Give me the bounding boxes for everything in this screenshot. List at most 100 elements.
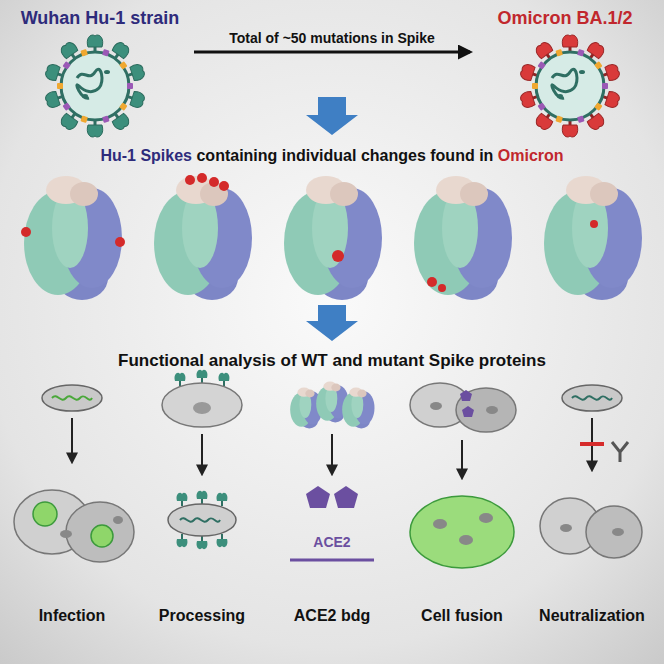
virus-wuhan — [80, 49, 88, 57]
neutralization-icon — [612, 528, 624, 536]
virus-wuhan — [62, 102, 70, 110]
virus-omicron — [594, 61, 602, 69]
virus-omicron — [602, 83, 608, 89]
virus-omicron — [536, 52, 604, 120]
virus-omicron — [537, 61, 545, 69]
mutation-marker — [219, 181, 229, 191]
mutation-marker — [332, 250, 344, 262]
ace2-binding-icon — [290, 382, 375, 560]
processing-icon — [219, 373, 230, 386]
virus-wuhan — [127, 83, 133, 89]
processing-icon — [217, 534, 228, 547]
virus-omicron — [577, 116, 585, 124]
cell-fusion-icon — [456, 388, 516, 432]
processing-icon — [175, 373, 186, 386]
subtitle-row: Hu-1 Spikescontaining individual changes… — [0, 146, 664, 165]
ace2-binding-icon — [334, 486, 358, 508]
neutralization-icon — [560, 524, 572, 532]
processing-icon — [180, 518, 220, 521]
virus-omicron — [555, 49, 563, 57]
neutralization-icon — [586, 506, 642, 558]
infection-icon — [42, 385, 102, 411]
virus-omicron — [594, 102, 602, 110]
mutation-marker — [209, 177, 219, 187]
edge-label: Total of ~50 mutations in Spike — [229, 30, 435, 47]
infection-icon — [71, 418, 73, 462]
virus-wuhan — [44, 35, 146, 137]
virus-panel: Wuhan Hu-1 strain — [8, 6, 192, 140]
infection-icon — [66, 502, 134, 562]
spike-structures — [414, 176, 512, 300]
ace2-binding-icon — [290, 559, 374, 562]
mutation-marker — [185, 175, 195, 185]
infection-icon — [91, 525, 113, 547]
neutralization-icon — [580, 442, 604, 446]
mutation-marker — [438, 284, 446, 292]
processing-icon — [197, 536, 208, 549]
cell-fusion-icon — [486, 406, 498, 414]
cell-fusion-icon — [410, 496, 514, 568]
virus-wuhan — [104, 70, 110, 74]
virus-omicron — [555, 116, 563, 124]
down-arrow — [306, 97, 358, 135]
virus-wuhan — [62, 61, 70, 69]
section-heading: Functional analysis of WT and mutant Spi… — [118, 351, 546, 371]
mutation-marker — [21, 227, 31, 237]
cell-fusion-icon — [479, 513, 493, 523]
virus-wuhan — [119, 61, 127, 69]
spike-structures — [24, 176, 122, 300]
assay-label: Infection — [39, 606, 106, 625]
spike-structures — [154, 176, 252, 300]
virus-wuhan — [57, 83, 63, 89]
processing-icon — [177, 534, 188, 547]
virus-wuhan — [87, 35, 102, 53]
processing-icon — [177, 493, 188, 506]
virus-wuhan — [102, 49, 110, 57]
virus-wuhan — [119, 102, 127, 110]
cell-fusion-icon — [430, 402, 442, 410]
processing-icon — [168, 504, 236, 536]
processing-icon — [197, 491, 208, 504]
assay-label: Neutralization — [539, 606, 645, 625]
mutation-marker — [115, 237, 125, 247]
processing-icon — [162, 370, 242, 549]
neutralization-icon — [572, 396, 612, 399]
processing-icon — [197, 370, 208, 383]
subtitle-text: containing individual changes found in — [196, 146, 493, 165]
virus-omicron — [519, 35, 621, 137]
mutation-marker — [427, 277, 437, 287]
subtitle-text: Omicron — [498, 146, 564, 165]
mutation-marker — [197, 173, 207, 183]
virus-panel: Omicron BA.1/2 — [472, 6, 658, 140]
mutation-marker — [590, 220, 598, 228]
cell-fusion-icon — [462, 406, 474, 417]
processing-icon — [193, 402, 211, 414]
infection-icon — [14, 385, 134, 562]
ace2-binding-icon — [331, 434, 333, 474]
neutralization-icon — [540, 385, 642, 558]
virus-omicron — [537, 102, 545, 110]
virus-wuhan — [87, 119, 102, 137]
virus-wuhan — [77, 69, 102, 98]
assay-label: Cell fusion — [421, 606, 503, 625]
processing-icon — [217, 493, 228, 506]
infection-icon — [52, 396, 92, 399]
cell-fusion-icon — [433, 519, 447, 529]
virus-omicron — [552, 69, 577, 98]
neutralization-icon — [612, 442, 628, 462]
neutralization-icon — [562, 385, 622, 411]
subtitle-text: Hu-1 Spikes — [100, 146, 192, 165]
spike-structures — [544, 176, 642, 300]
mutation-arrow — [194, 51, 470, 54]
ace2-binding-icon — [306, 486, 330, 508]
assay-label: Processing — [159, 606, 245, 625]
virus-omicron — [562, 119, 577, 137]
virus-omicron — [579, 70, 585, 74]
virus-wuhan — [102, 116, 110, 124]
spike-structures — [21, 173, 642, 300]
virus-omicron — [557, 94, 563, 98]
processing-icon — [201, 434, 203, 474]
down-arrow — [306, 305, 358, 341]
virus-wuhan — [61, 52, 129, 120]
